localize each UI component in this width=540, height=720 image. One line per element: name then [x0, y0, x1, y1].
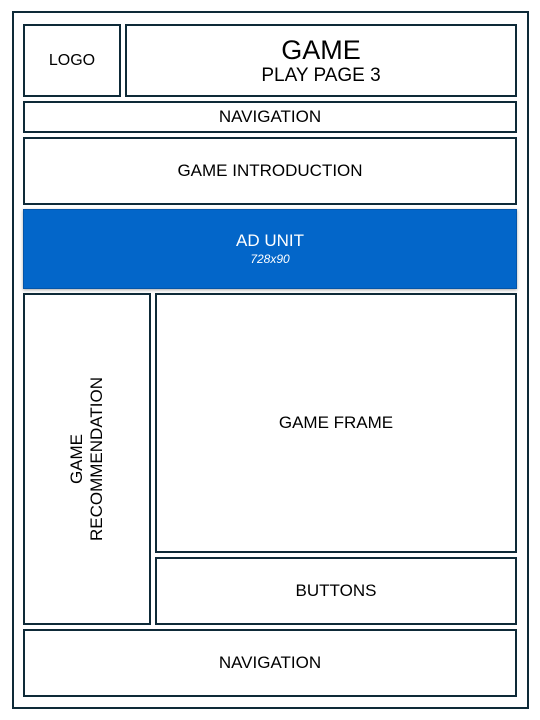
navigation-top-box: NAVIGATION [23, 101, 517, 133]
header-title-box: GAME PLAY PAGE 3 [125, 24, 517, 97]
navigation-bottom-box: NAVIGATION [23, 629, 517, 697]
buttons-label: BUTTONS [295, 581, 377, 600]
logo-box: LOGO [23, 24, 121, 97]
game-recommendation-label: GAME RECOMMENDATION [67, 377, 107, 541]
ad-unit-label: AD UNIT [236, 231, 304, 250]
game-frame-box: GAME FRAME [155, 293, 517, 553]
ad-unit-box: AD UNIT 728x90 [23, 209, 517, 289]
game-recommendation-box: GAME RECOMMENDATION [23, 293, 151, 625]
game-frame-label: GAME FRAME [278, 413, 394, 432]
logo-label: LOGO [48, 51, 96, 69]
navigation-top-label: NAVIGATION [218, 107, 322, 126]
game-introduction-box: GAME INTRODUCTION [23, 137, 517, 205]
game-introduction-label: GAME INTRODUCTION [177, 161, 363, 180]
page-subtitle: PLAY PAGE 3 [261, 64, 381, 86]
page-title: GAME [281, 34, 361, 65]
ad-unit-size: 728x90 [250, 252, 290, 266]
game-recommendation-line2: RECOMMENDATION [87, 376, 107, 542]
buttons-box: BUTTONS [155, 557, 517, 625]
game-recommendation-line1: GAME [67, 433, 87, 485]
navigation-bottom-label: NAVIGATION [218, 653, 322, 672]
